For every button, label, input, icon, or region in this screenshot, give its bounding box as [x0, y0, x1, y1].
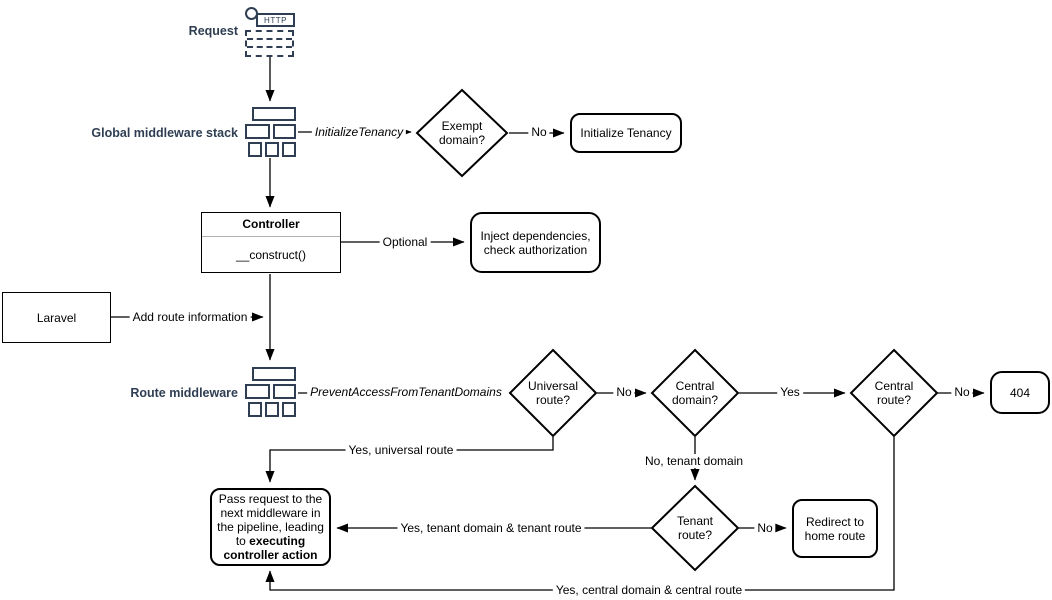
edge-label-prevent-access-middleware: PreventAccessFromTenantDomains — [307, 385, 505, 399]
request-label: Request — [188, 24, 238, 38]
decision-exempt-domain — [415, 88, 509, 178]
edge-label-no-tenant-route: No — [754, 521, 776, 535]
edge-label-no-universal: No — [613, 385, 635, 399]
edge-label-add-route-information: Add route information — [129, 310, 251, 324]
pass-request-text: Pass request to the next middleware in t… — [217, 492, 324, 562]
redirect-home-box: Redirect to home route — [792, 499, 878, 558]
request-dashed-line-1 — [247, 38, 292, 40]
global-middleware-label: Global middleware stack — [91, 126, 238, 140]
stack-row1 — [252, 107, 296, 121]
decision-universal-route — [508, 348, 598, 438]
request-body-dashed-box — [245, 30, 294, 57]
edge-label-yes-tenant-route: Yes, tenant domain & tenant route — [397, 521, 585, 535]
stack-row3a — [248, 402, 262, 417]
decision-central-route — [849, 348, 939, 438]
inject-dependencies-box: Inject dependencies, check authorization — [470, 212, 601, 273]
request-http-bar: HTTP — [256, 13, 295, 27]
request-dashed-line-2 — [247, 46, 292, 48]
controller-construct-method: __construct() — [235, 247, 307, 262]
stack-row3c — [282, 402, 296, 417]
edge-label-optional: Optional — [379, 235, 431, 249]
stack-row2b — [273, 124, 296, 139]
route-middleware-stack-icon — [245, 367, 297, 418]
stack-row2a — [245, 124, 270, 139]
global-middleware-stack-icon — [245, 107, 297, 158]
http-label: HTTP — [264, 16, 287, 25]
stack-row3c — [282, 142, 296, 157]
pass-request-box: Pass request to the next middleware in t… — [210, 488, 331, 566]
edge-label-yes-central-route: Yes, central domain & central route — [552, 583, 746, 597]
route-middleware-label: Route middleware — [130, 386, 238, 400]
edge-label-no-tenant-domain: No, tenant domain — [641, 454, 747, 468]
stack-row1 — [252, 367, 296, 381]
initialize-tenancy-box: Initialize Tenancy — [570, 113, 682, 153]
laravel-box: Laravel — [2, 292, 111, 343]
edge-label-initialize-tenancy-middleware: InitializeTenancy — [311, 125, 407, 139]
controller-class-box: Controller __construct() — [201, 212, 341, 273]
decision-central-domain — [650, 348, 740, 438]
stack-row3b — [265, 402, 279, 417]
stack-row2b — [273, 384, 296, 399]
edge-label-yes-central-domain: Yes — [777, 385, 803, 399]
controller-title: Controller — [202, 213, 340, 237]
stack-row2a — [245, 384, 270, 399]
404-box: 404 — [990, 371, 1050, 414]
edge-label-yes-universal-route: Yes, universal route — [345, 443, 457, 457]
stack-row3a — [248, 142, 262, 157]
stack-row3b — [265, 142, 279, 157]
http-request-icon: HTTP — [245, 7, 295, 58]
edge-label-no-central-route: No — [951, 385, 973, 399]
pass-request-bold-text: executing controller action — [223, 534, 318, 562]
decision-tenant-route — [650, 484, 740, 572]
edge-label-no-exempt: No — [528, 125, 550, 139]
